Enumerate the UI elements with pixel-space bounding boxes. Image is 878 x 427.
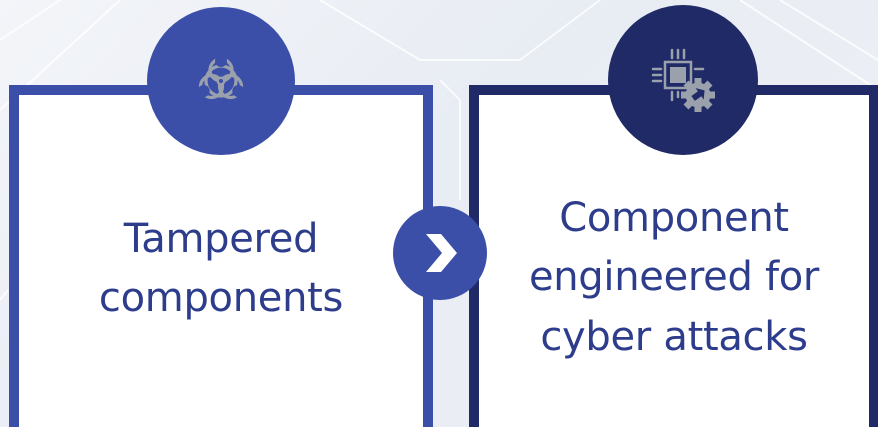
biohazard-badge xyxy=(147,7,295,155)
flow-arrow xyxy=(393,206,487,300)
chip-gear-badge xyxy=(608,5,758,155)
step-label-engineered-component: Component engineered for cyber attacks xyxy=(528,195,820,360)
chip-gear-icon xyxy=(651,48,715,112)
chevron-right-icon xyxy=(426,234,457,272)
biohazard-icon xyxy=(197,55,245,100)
step-label-tampered-components: Tampered components xyxy=(98,215,344,321)
